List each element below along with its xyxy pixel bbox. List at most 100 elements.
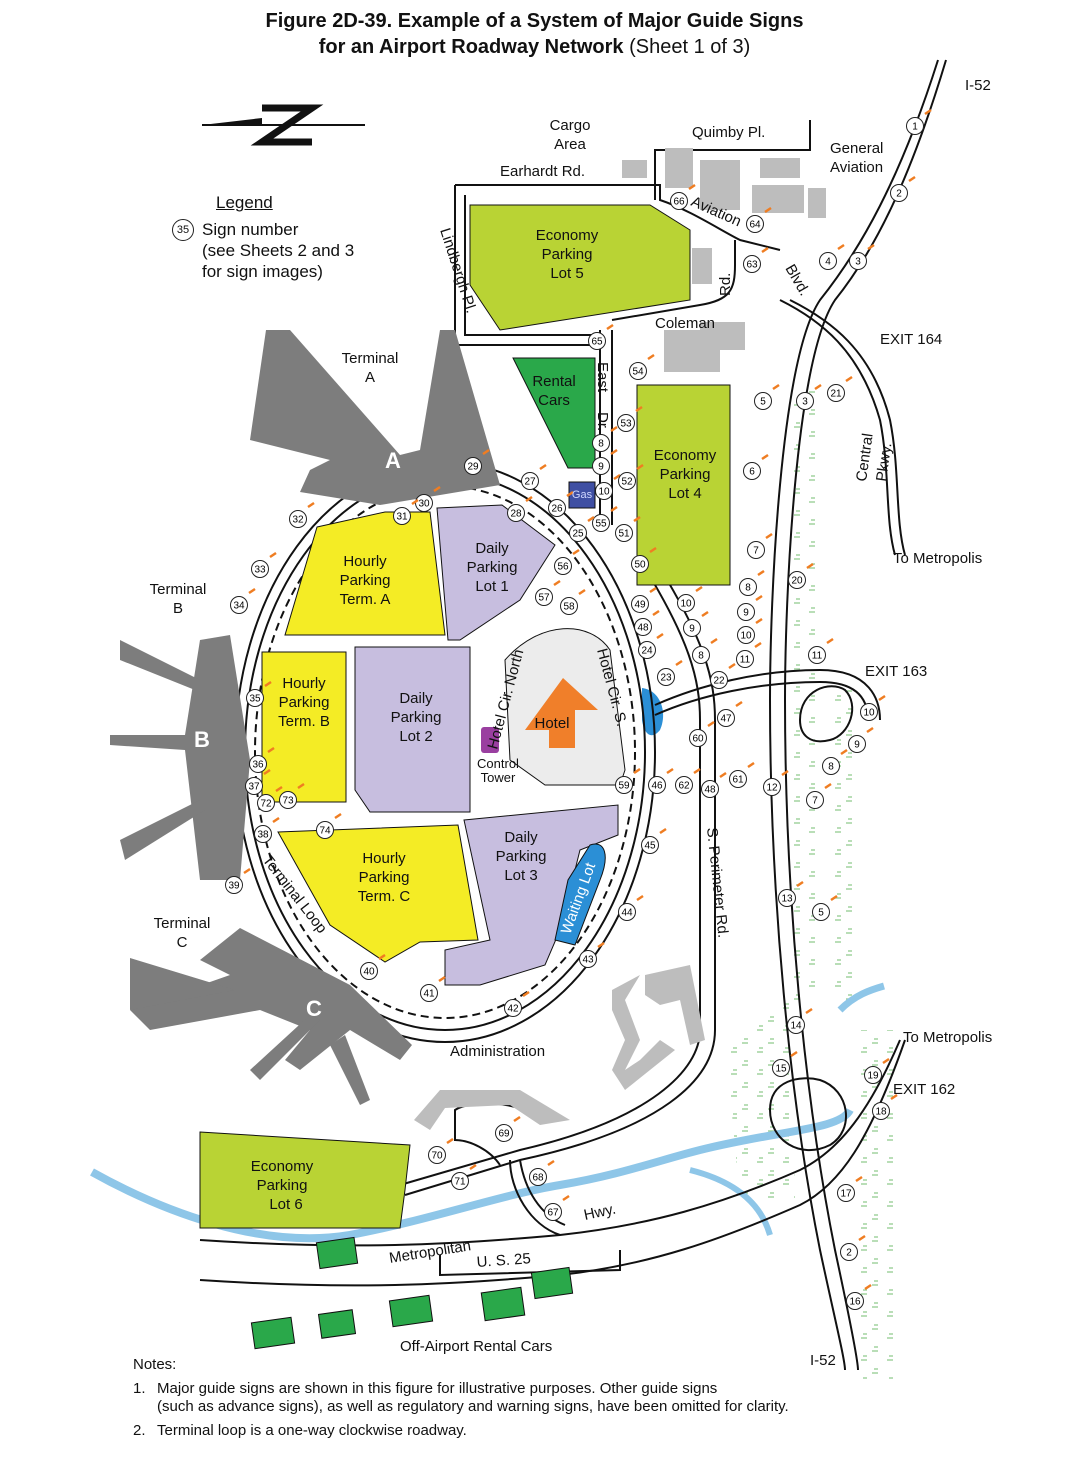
label-rd: Rd.	[717, 273, 734, 296]
sign-marker: 22	[710, 662, 736, 689]
sign-number: 60	[692, 734, 704, 745]
label-earhardt: Earhardt Rd.	[500, 163, 585, 180]
label-lot6-2: Parking	[257, 1177, 308, 1194]
sign-marker: 8	[592, 425, 618, 452]
sign-number: 10	[863, 708, 875, 719]
notes: Notes: 1. Major guide signs are shown in…	[133, 1356, 1033, 1440]
sign-number: 5	[818, 908, 824, 919]
label-terminal-letter-a: A	[385, 448, 401, 473]
label-control-tower-1: Control	[477, 756, 519, 771]
label-general-aviation-1: General	[830, 140, 883, 157]
sign-marker: 28	[507, 495, 533, 522]
sign-marker: 38	[254, 816, 280, 843]
sign-marker: 54	[629, 353, 655, 380]
sign-marker: 9	[737, 594, 763, 621]
label-hourly-a-3: Term. A	[340, 591, 391, 608]
sign-marker: 8	[692, 637, 718, 664]
sign-number: 4	[825, 257, 831, 268]
sign-marker: 2	[890, 175, 916, 202]
sign-marker: 7	[747, 532, 773, 559]
sign-marker: 47	[717, 700, 743, 727]
label-exit-163: EXIT 163	[865, 663, 927, 680]
sign-number: 38	[257, 830, 269, 841]
sign-number: 32	[292, 515, 304, 526]
sign-marker: 39	[225, 867, 251, 894]
sign-marker: 29	[464, 448, 490, 475]
sign-number: 65	[591, 337, 603, 348]
sign-marker: 10	[595, 473, 621, 500]
label-terminal-letter-b: B	[194, 727, 210, 752]
sign-marker: 64	[746, 206, 772, 233]
sign-marker: 2	[840, 1234, 866, 1261]
sign-number: 72	[260, 799, 272, 810]
label-hotel: Hotel	[534, 715, 569, 732]
sign-number: 48	[704, 785, 716, 796]
sign-marker: 10	[860, 694, 886, 721]
sign-number: 22	[713, 676, 725, 687]
sign-marker: 57	[535, 579, 561, 606]
label-east-dr-2: Dr.	[594, 412, 611, 431]
sign-number: 10	[740, 631, 752, 642]
sign-marker: 53	[617, 405, 643, 432]
label-hourly-c-3: Term. C	[358, 888, 411, 905]
sign-marker: 12	[763, 769, 789, 796]
sign-marker: 26	[548, 490, 574, 517]
sign-number: 19	[867, 1071, 879, 1082]
sign-marker: 67	[544, 1194, 570, 1221]
label-terminal-b-2: B	[173, 600, 183, 617]
sign-number: 67	[547, 1208, 559, 1219]
sign-number: 16	[849, 1297, 861, 1308]
sign-marker: 7	[806, 782, 832, 809]
label-blvd: Blvd.	[782, 262, 813, 299]
sign-number: 62	[678, 781, 690, 792]
sign-number: 8	[828, 762, 834, 773]
sign-number: 37	[248, 782, 260, 793]
sign-number: 51	[618, 529, 630, 540]
sign-marker: 10	[677, 585, 703, 612]
sign-number: 9	[598, 462, 604, 473]
label-daily1-3: Lot 1	[475, 578, 508, 595]
sign-number: 2	[896, 189, 902, 200]
sign-marker: 31	[393, 498, 419, 525]
sign-marker: 68	[529, 1159, 555, 1186]
sign-marker: 17	[837, 1175, 863, 1202]
sign-number: 42	[507, 1004, 519, 1015]
sign-number: 61	[732, 775, 744, 786]
sign-marker: 16	[846, 1283, 872, 1310]
label-i52-top: I-52	[965, 77, 991, 94]
label-daily3-3: Lot 3	[504, 867, 537, 884]
label-lot4-1: Economy	[654, 447, 717, 464]
label-daily3-1: Daily	[504, 829, 538, 846]
sign-marker: 23	[657, 659, 683, 686]
label-lot6-3: Lot 6	[269, 1196, 302, 1213]
note-item: 1. Major guide signs are shown in this f…	[133, 1380, 789, 1415]
label-terminal-a-2: A	[365, 369, 375, 386]
label-lot5-1: Economy	[536, 227, 599, 244]
sign-number: 73	[282, 796, 294, 807]
sign-marker: 25	[569, 515, 595, 542]
sign-marker: 20	[788, 562, 814, 589]
sign-marker: 73	[279, 782, 305, 809]
sign-marker: 4	[819, 243, 845, 270]
sign-marker: 11	[736, 641, 762, 668]
title-line-2: for an Airport Roadway Network (Sheet 1 …	[318, 36, 751, 58]
sign-marker: 9	[848, 726, 874, 753]
label-daily2-2: Parking	[391, 709, 442, 726]
sign-number: 14	[790, 1021, 802, 1032]
sign-marker: 66	[670, 183, 696, 210]
sign-number: 53	[620, 419, 632, 430]
legend-sign-symbol: 35	[172, 219, 194, 241]
sign-marker: 71	[451, 1163, 477, 1190]
sign-marker: 3	[796, 383, 822, 410]
sign-marker: 74	[316, 812, 342, 839]
label-daily3-2: Parking	[496, 848, 547, 865]
sign-marker: 65	[588, 323, 614, 350]
sign-marker: 11	[808, 637, 834, 664]
label-control-tower-2: Tower	[481, 770, 516, 785]
sign-number: 64	[749, 220, 761, 231]
label-hwy: Hwy.	[582, 1201, 617, 1224]
label-daily2-3: Lot 2	[399, 728, 432, 745]
sign-number: 50	[634, 560, 646, 571]
sign-marker: 41	[420, 975, 446, 1002]
sign-marker: 48	[701, 771, 727, 798]
